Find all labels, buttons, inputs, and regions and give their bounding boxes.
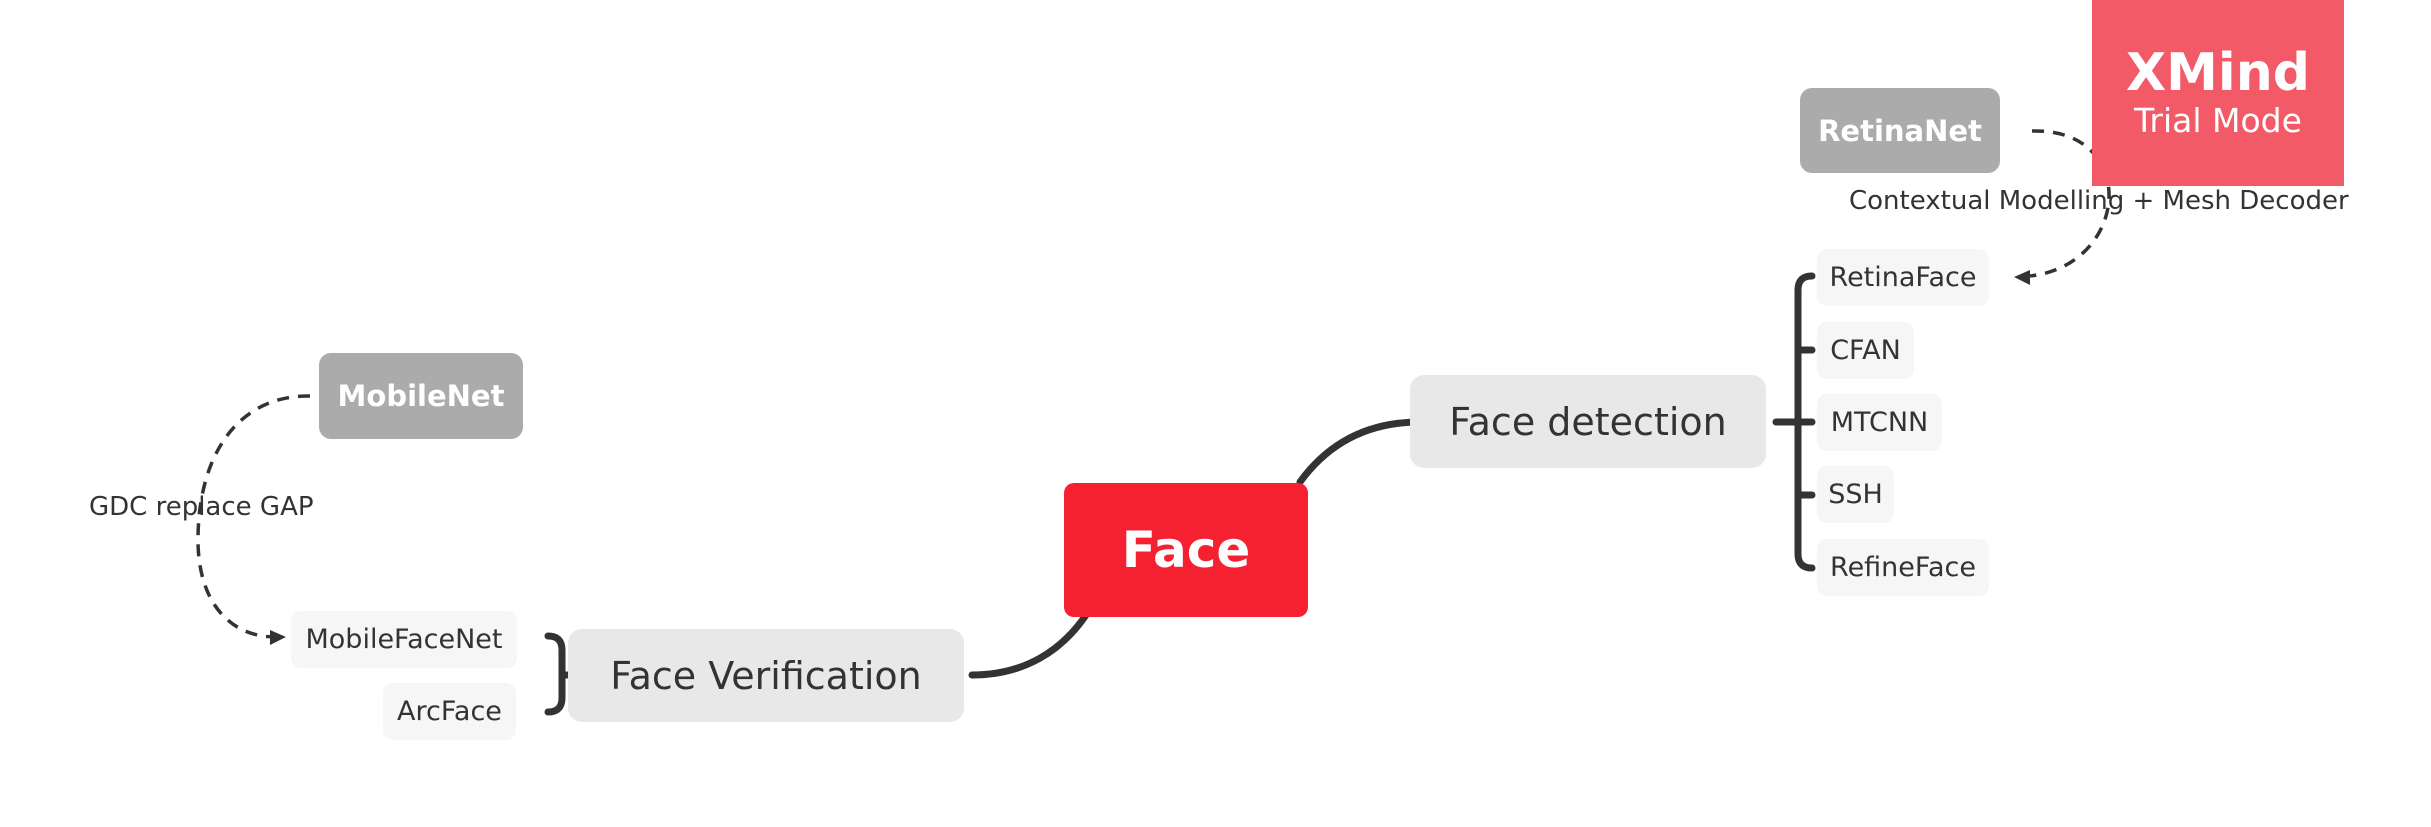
subtopic-label: RefineFace bbox=[1830, 552, 1976, 583]
relation-label-contextual-modelling: Contextual Modelling + Mesh Decoder bbox=[1849, 186, 2349, 216]
watermark-subtitle: Trial Mode bbox=[2134, 100, 2302, 140]
relation-box-retinanet[interactable]: RetinaNet bbox=[1800, 88, 2000, 173]
subtopic-arcface[interactable]: ArcFace bbox=[383, 683, 516, 740]
connector-face-verification bbox=[968, 608, 1092, 679]
subtopic-refineface[interactable]: RefineFace bbox=[1817, 539, 1989, 596]
topic-label: Face Verification bbox=[610, 653, 922, 698]
watermark-title: XMind bbox=[2126, 42, 2310, 103]
subtopic-label: MobileFaceNet bbox=[305, 624, 503, 655]
topic-label: Face detection bbox=[1449, 399, 1727, 444]
connector-face-detection bbox=[1296, 418, 1424, 486]
subtopic-label: MTCNN bbox=[1830, 407, 1929, 438]
topic-face-verification[interactable]: Face Verification bbox=[568, 629, 964, 722]
subtopic-ssh[interactable]: SSH bbox=[1817, 466, 1894, 523]
subtopic-label: ArcFace bbox=[397, 696, 502, 727]
relation-arrowhead-retinaface bbox=[2014, 270, 2030, 285]
subtopic-cfan[interactable]: CFAN bbox=[1817, 322, 1914, 379]
subtopic-label: RetinaFace bbox=[1829, 262, 1977, 293]
central-topic-face[interactable]: Face bbox=[1064, 483, 1308, 617]
relation-box-label: RetinaNet bbox=[1818, 113, 1982, 148]
trial-mode-watermark: XMind Trial Mode bbox=[2092, 0, 2344, 186]
relation-box-label: MobileNet bbox=[337, 379, 505, 413]
subtopic-mobilefacenet[interactable]: MobileFaceNet bbox=[291, 611, 517, 668]
topic-face-detection[interactable]: Face detection bbox=[1410, 375, 1766, 468]
subtopic-label: CFAN bbox=[1830, 335, 1901, 366]
subtopic-label: SSH bbox=[1828, 479, 1883, 510]
relation-box-mobilenet[interactable]: MobileNet bbox=[319, 353, 523, 439]
relation-line-retinanet bbox=[2029, 129, 2111, 278]
subtopic-retinaface[interactable]: RetinaFace bbox=[1817, 249, 1989, 306]
relation-label-gdc-replace-gap: GDC replace GAP bbox=[89, 492, 314, 522]
relation-arrowhead-mobilefacenet bbox=[270, 630, 286, 645]
relation-line-mobilenet bbox=[196, 394, 311, 639]
subtopic-mtcnn[interactable]: MTCNN bbox=[1817, 394, 1942, 451]
central-topic-label: Face bbox=[1121, 521, 1251, 579]
